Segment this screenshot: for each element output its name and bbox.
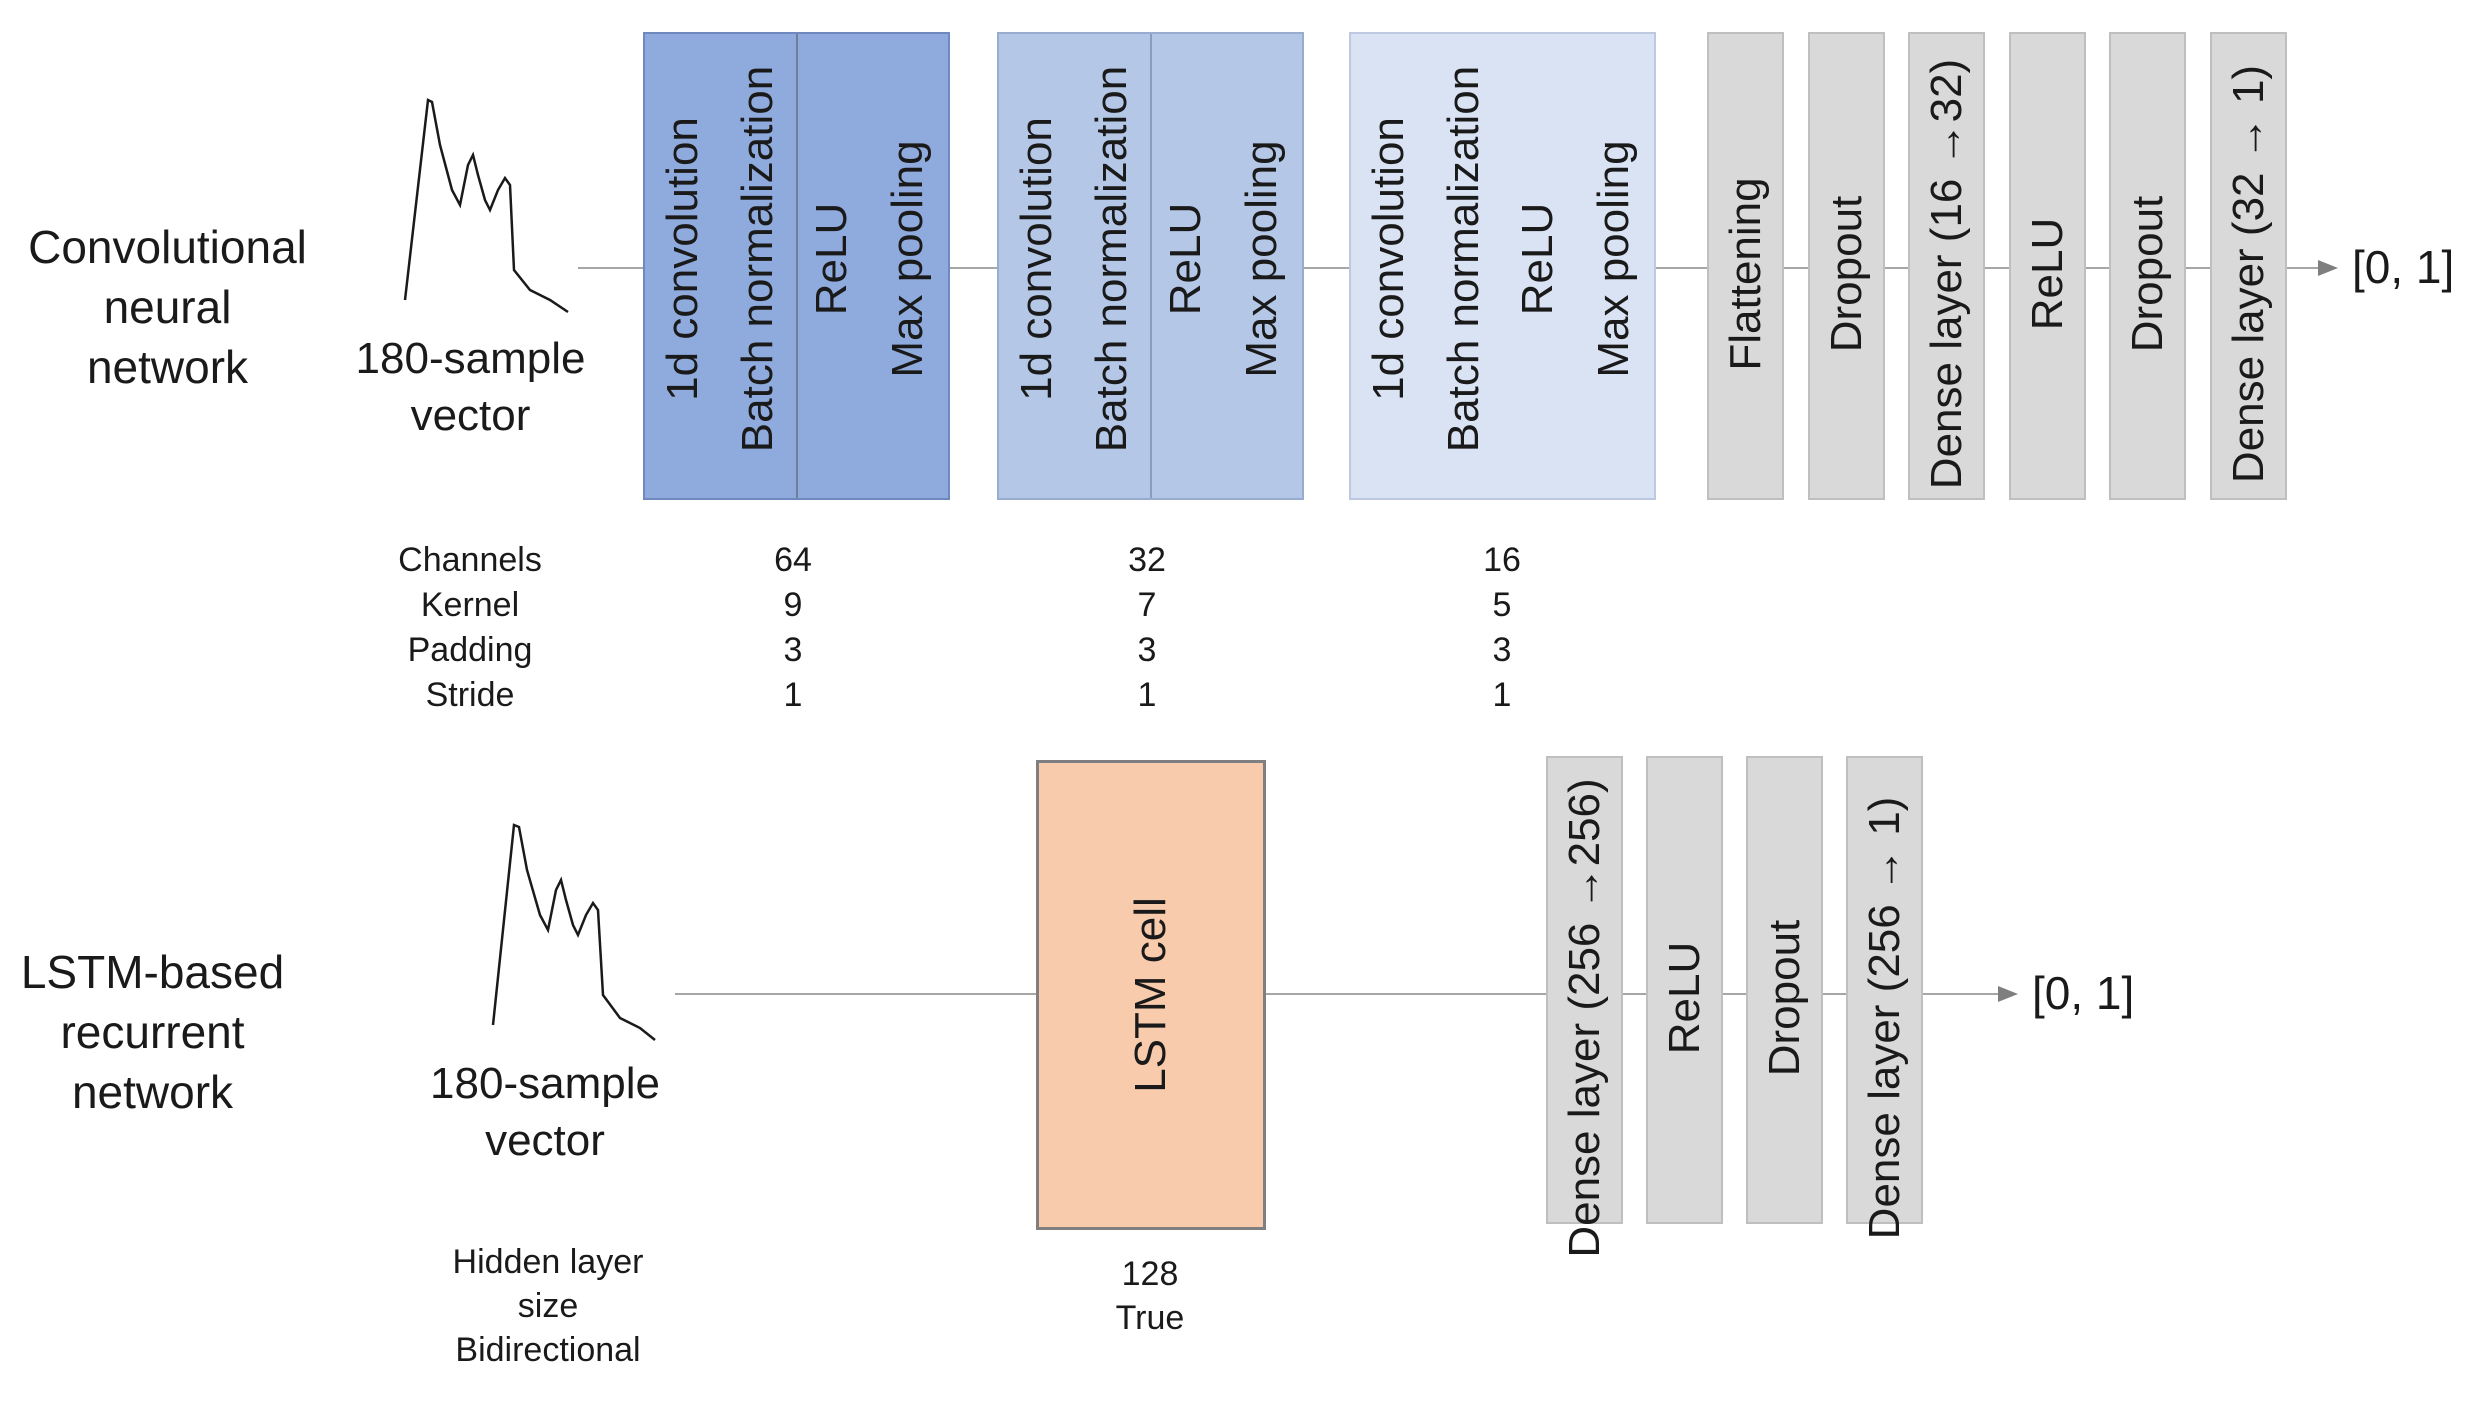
relu-layer-label: ReLU <box>1513 202 1562 316</box>
lstm-output-arrowhead <box>1998 986 2018 1002</box>
cnn-title-line: neural <box>103 280 232 333</box>
cnn-title-line: Convolutional <box>28 221 307 273</box>
conv-layer-label: 1d convolution <box>1012 117 1061 401</box>
lstm-title: LSTM-based recurrent network <box>10 943 295 1122</box>
lstm-cell-block: LSTM cell <box>1036 760 1266 1230</box>
layer-label: ReLU <box>2023 217 2072 331</box>
cnn-title: Convolutional neural network <box>25 218 310 397</box>
lstm-title-line: network <box>71 1065 234 1118</box>
batchnorm-layer-label: Batch normalization <box>1087 65 1136 453</box>
layer-label: Dropout <box>1760 919 1809 1077</box>
param-value: 64 <box>774 541 812 579</box>
param-value: 3 <box>783 631 803 669</box>
lstm-dropout-layer: Dropout <box>1746 756 1823 1224</box>
param-label: Kernel <box>420 586 520 624</box>
param-value: 32 <box>1128 541 1166 579</box>
relu-layer-label: ReLU <box>1161 202 1210 316</box>
cnn-output-arrowhead <box>2318 260 2338 276</box>
batchnorm-layer-label: Batch normalization <box>1439 65 1488 453</box>
relu-layer-label: ReLU <box>807 202 856 316</box>
maxpool-layer-label: Max pooling <box>1237 140 1286 378</box>
cnn-output-label: [0, 1] <box>2352 241 2455 293</box>
param-label: size <box>517 1287 579 1325</box>
cnn-conv-block-1: 1d convolution Batch normalization ReLU … <box>643 32 950 500</box>
param-label: Padding <box>407 631 533 669</box>
maxpool-layer-label: Max pooling <box>883 140 932 378</box>
param-value: 1 <box>783 676 803 714</box>
cnn-conv-block-3: 1d convolution Batch normalization ReLU … <box>1349 32 1656 500</box>
layer-label: Dense layer (16 →32) <box>1922 58 1971 490</box>
layer-label: ReLU <box>1660 941 1709 1055</box>
batchnorm-layer-label: Batch normalization <box>733 65 782 453</box>
layer-label: Dropout <box>1822 195 1871 353</box>
param-value: 128 <box>1121 1255 1179 1293</box>
cnn-input-label: 180-sample vector <box>338 330 603 444</box>
conv-layer-label: 1d convolution <box>658 117 707 401</box>
lstm-signal-sketch <box>491 823 656 1041</box>
cnn-dropout-layer-1: Dropout <box>1808 32 1885 500</box>
lstm-input-line: vector <box>485 1116 605 1166</box>
param-label: Channels <box>398 541 542 579</box>
param-value: 7 <box>1137 586 1157 624</box>
param-value: 3 <box>1137 631 1157 669</box>
maxpool-layer-label: Max pooling <box>1589 140 1638 378</box>
cnn-dense-layer-2: Dense layer (32 → 1) <box>2210 32 2287 500</box>
layer-label: Dense layer (32 → 1) <box>2224 64 2273 484</box>
cnn-dropout-layer-2: Dropout <box>2109 32 2186 500</box>
lstm-cell-label: LSTM cell <box>1126 897 1175 1093</box>
lstm-relu-layer: ReLU <box>1646 756 1723 1224</box>
lstm-input-label: 180-sample vector <box>430 1055 660 1169</box>
lstm-input-line: 180-sample <box>430 1059 660 1108</box>
param-value: 3 <box>1492 631 1512 669</box>
param-value: True <box>1115 1299 1185 1337</box>
cnn-dense-layer-1: Dense layer (16 →32) <box>1908 32 1985 500</box>
param-label: Stride <box>425 676 515 714</box>
lstm-dense-layer-2: Dense layer (256 → 1) <box>1846 756 1923 1239</box>
lstm-title-line: LSTM-based <box>20 946 285 998</box>
conv-layer-label: 1d convolution <box>1364 117 1413 401</box>
lstm-output-label: [0, 1] <box>2032 967 2135 1019</box>
layer-label: Flattening <box>1721 177 1770 371</box>
cnn-input-line: 180-sample <box>355 334 586 383</box>
layer-label: Dense layer (256 →256) <box>1560 778 1609 1258</box>
block-divider <box>1150 34 1152 498</box>
cnn-flatten-layer: Flattening <box>1707 32 1784 500</box>
layer-label: Dropout <box>2123 195 2172 353</box>
param-label: Bidirectional <box>455 1331 641 1369</box>
cnn-title-line: network <box>86 340 249 393</box>
lstm-dense-layer-1: Dense layer (256 →256) <box>1546 756 1623 1258</box>
param-value: 16 <box>1483 541 1521 579</box>
cnn-conv-block-2: 1d convolution Batch normalization ReLU … <box>997 32 1304 500</box>
param-value: 1 <box>1492 676 1512 714</box>
param-value: 5 <box>1492 586 1512 624</box>
cnn-signal-sketch <box>403 98 569 314</box>
layer-label: Dense layer (256 → 1) <box>1860 796 1909 1240</box>
param-value: 9 <box>783 586 803 624</box>
block-divider <box>796 34 798 498</box>
cnn-input-line: vector <box>410 391 531 441</box>
param-value: 1 <box>1137 676 1157 714</box>
cnn-relu-layer: ReLU <box>2009 32 2086 500</box>
param-label: Hidden layer <box>452 1243 644 1281</box>
lstm-title-line: recurrent <box>60 1005 245 1058</box>
